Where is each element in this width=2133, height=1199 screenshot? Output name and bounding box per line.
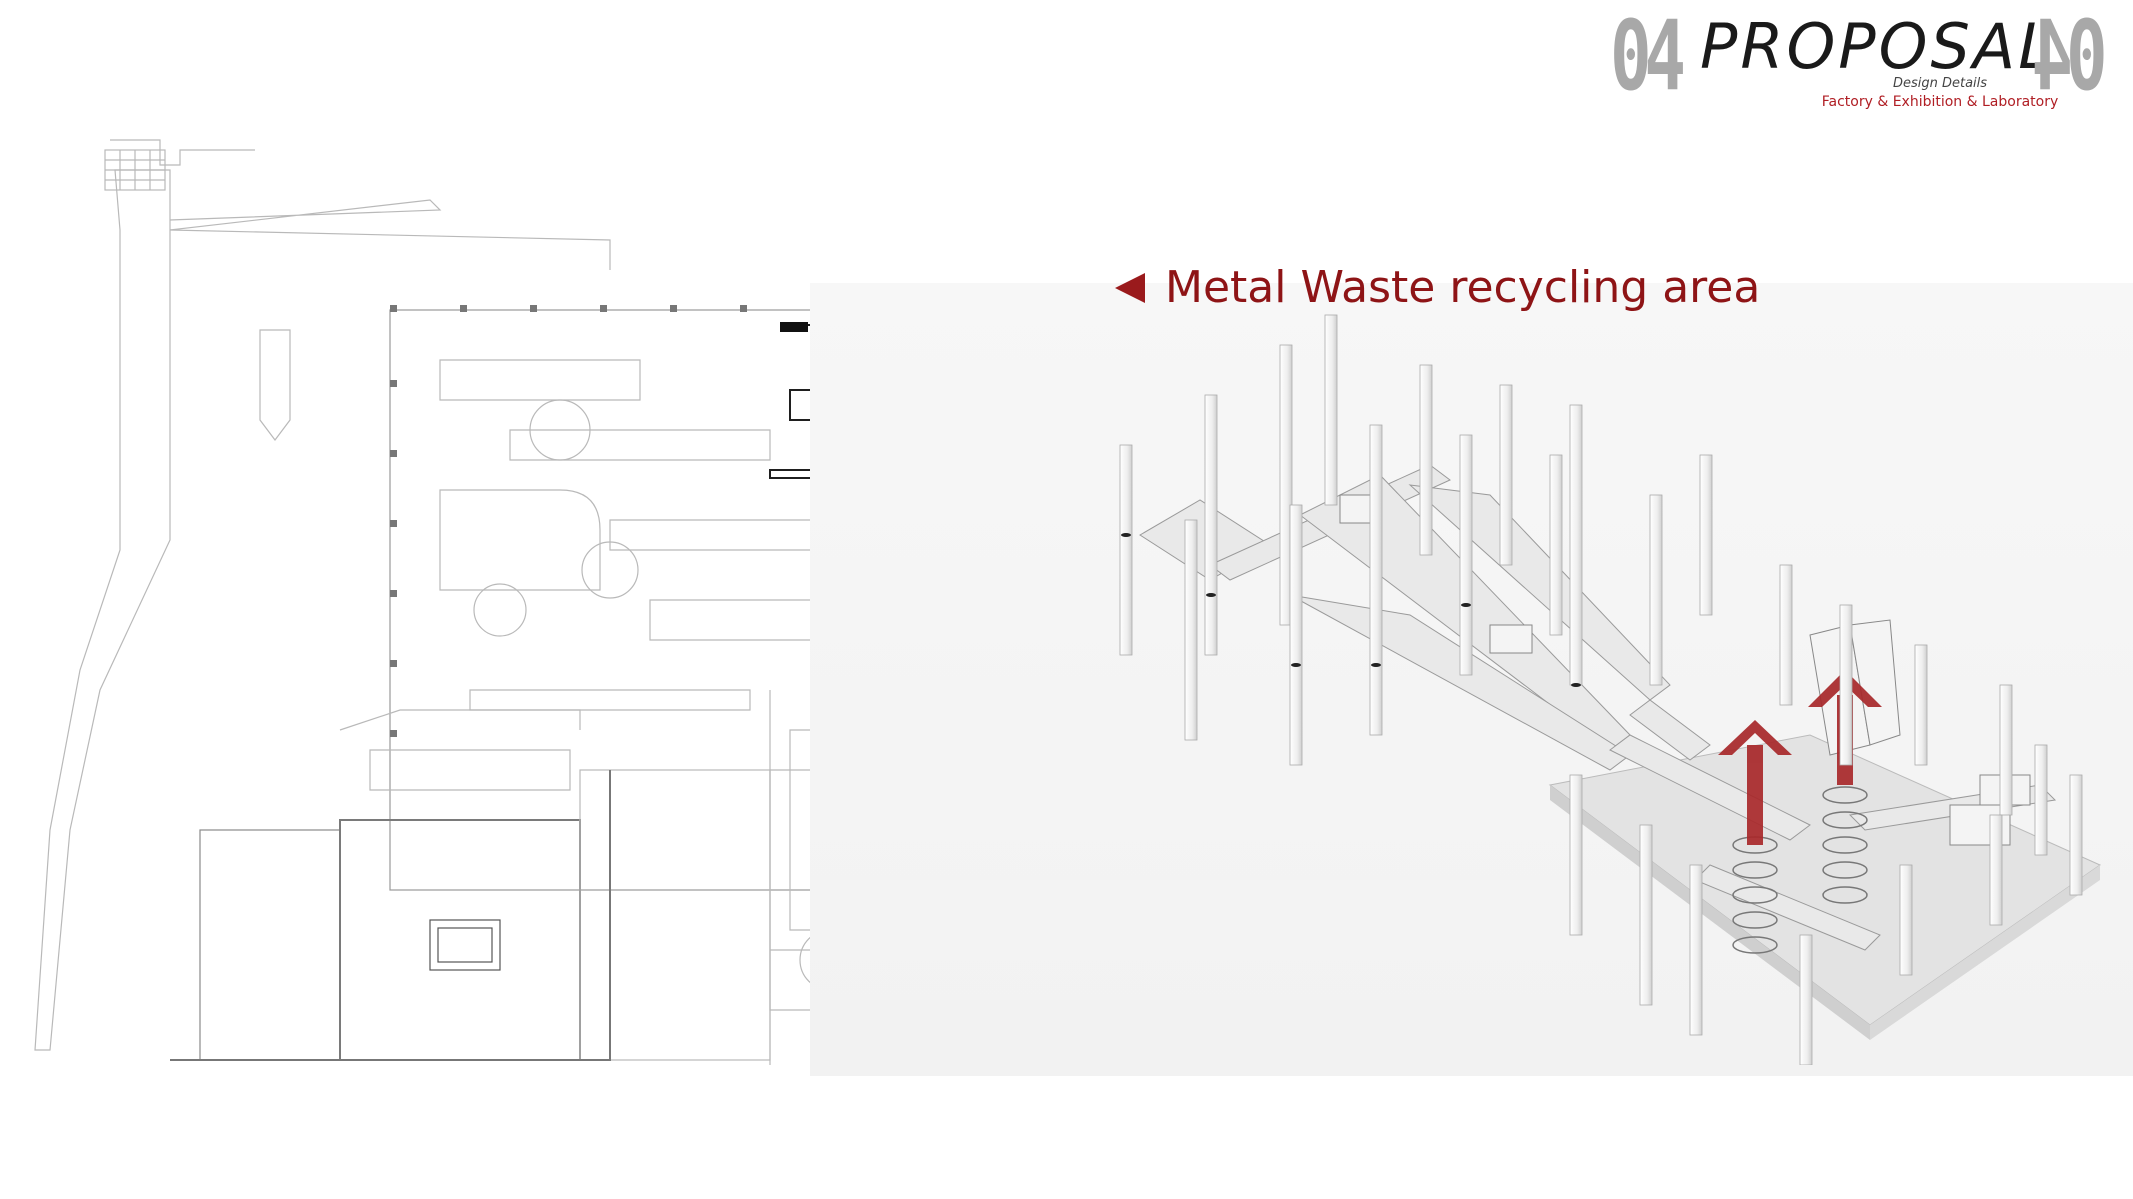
triangle-left-icon [1115, 272, 1145, 303]
section-subtitle-accent: Factory & Exhibition & Laboratory [1821, 94, 2059, 110]
isometric-render [1119, 314, 2102, 1065]
area-label-text: Metal Waste recycling area [1165, 262, 1761, 313]
section-subtitle: Design Details [1892, 76, 1988, 91]
area-annotation: Metal Waste recycling area [1115, 262, 1760, 313]
section-number-left: 04 [1610, 0, 1686, 112]
section-header: 04 PROPOSAL Design Details Factory & Exh… [1600, 0, 2125, 125]
section-title: PROPOSAL [1700, 10, 2056, 83]
section-number-right: 04 [2038, 0, 2108, 112]
